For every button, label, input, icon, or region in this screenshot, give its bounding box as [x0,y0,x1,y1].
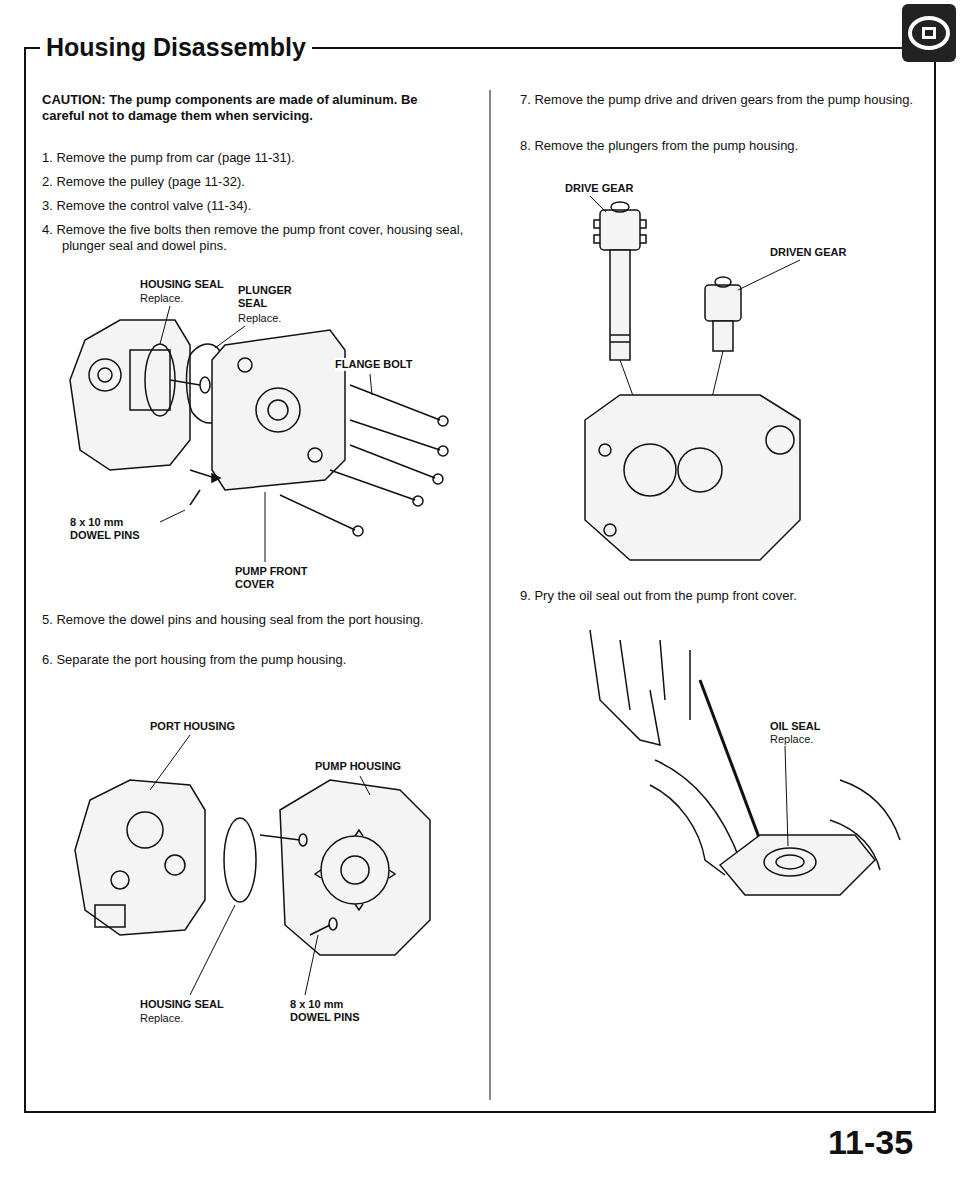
caution-note: CAUTION: The pump components are made of… [42,92,462,123]
page-frame [25,48,935,1112]
part-name: OIL SEAL [770,720,850,733]
part-name: 8 x 10 mm DOWEL PINS [290,998,380,1024]
step-text: 1. Remove the pump from car (page 11-31)… [42,150,482,166]
step-text: 6. Separate the port housing from the pu… [42,652,482,668]
column-divider [490,90,491,1100]
part-name: FLANGE BOLT [335,358,430,371]
part-name: PUMP FRONT COVER [235,565,325,591]
part-name: PORT HOUSING [150,720,260,733]
step-text: 2. Remove the pulley (page 11-32). [42,174,482,190]
part-name: PLUNGER SEAL [238,284,298,310]
step-text: 8. Remove the plungers from the pump hou… [520,138,940,154]
gear-removal-view [585,196,800,560]
part-name: HOUSING SEAL [140,278,230,291]
replace-note: Replace. [238,312,298,325]
page-title: Housing Disassembly [40,32,312,62]
part-name: PUMP HOUSING [315,760,425,773]
oil-seal-pry-view [590,630,900,895]
part-name: DRIVE GEAR [565,182,655,195]
replace-note: Replace. [140,292,200,305]
part-name: HOUSING SEAL [140,998,240,1011]
replace-note: Replace. [770,733,830,746]
step-text: 5. Remove the dowel pins and housing sea… [42,612,482,628]
housing-separation-view [75,735,430,995]
replace-note: Replace. [140,1012,200,1025]
steering-icon [902,4,956,62]
step-text: 7. Remove the pump drive and driven gear… [520,92,940,108]
part-name: DRIVEN GEAR [770,246,870,259]
step-text: 4. Remove the five bolts then remove the… [42,222,482,253]
part-name: 8 x 10 mm DOWEL PINS [70,516,160,542]
step-text: 3. Remove the control valve (11-34). [42,198,482,214]
step-text: 9. Pry the oil seal out from the pump fr… [520,588,940,604]
pump-exploded-view [70,306,448,562]
page-number: 11-35 [828,1122,938,1163]
